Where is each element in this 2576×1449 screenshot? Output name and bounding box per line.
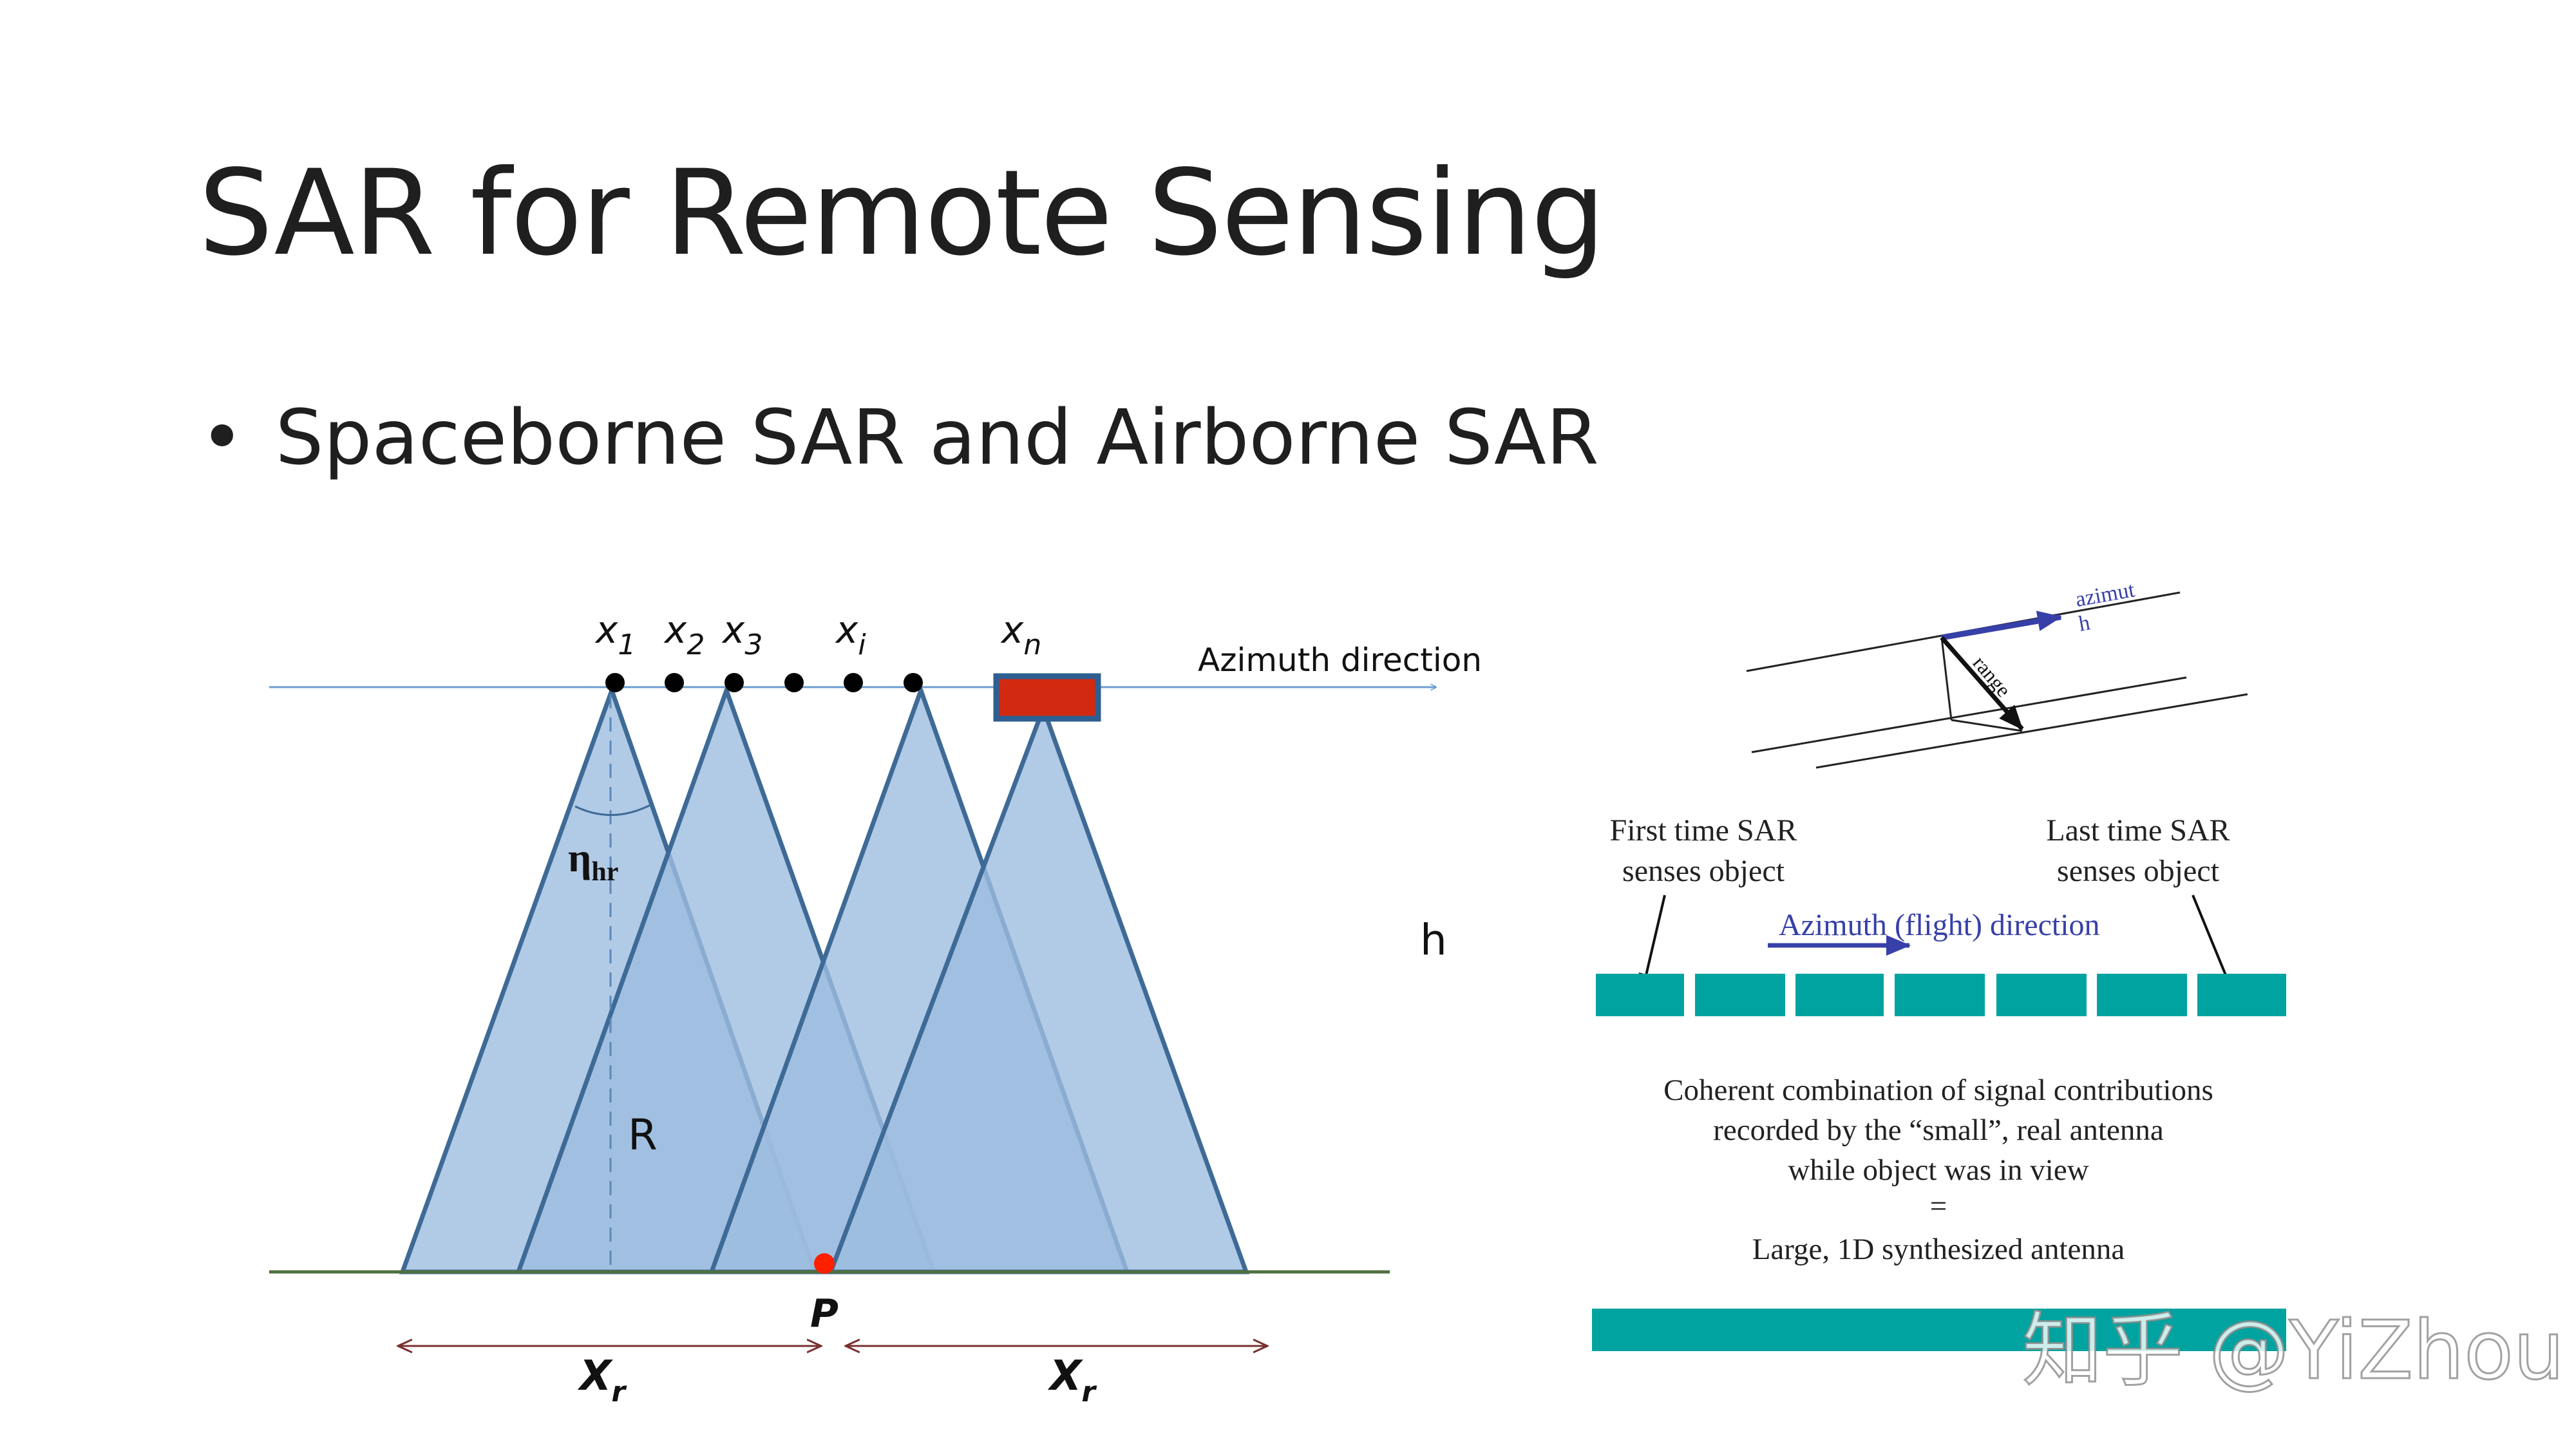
- last-time-line1: Last time SAR: [2046, 813, 2230, 848]
- target-label: P: [810, 1291, 838, 1336]
- label-xi: xi: [835, 608, 866, 661]
- azimuth-direction-label: Azimuth direction: [1198, 641, 1482, 679]
- ground-line-far: [1815, 693, 2248, 769]
- desc-line2: recorded by the “small”, real antenna: [1713, 1113, 2164, 1147]
- azimuth-arrow: [1941, 611, 2062, 641]
- position-dot: [665, 673, 684, 692]
- footprint-label-left: Xr: [577, 1352, 627, 1408]
- position-dot: [724, 673, 744, 692]
- height-label: h: [1420, 915, 1447, 965]
- base-line: [1951, 719, 2023, 732]
- beam-cones: [399, 683, 1249, 1274]
- slide-title: SAR for Remote Sensing: [198, 145, 1605, 282]
- watermark: 知乎 @YiZhou: [2022, 1304, 2564, 1397]
- label-x2: x2: [663, 608, 705, 661]
- position-dot: [844, 673, 863, 692]
- sense-labels: First time SAR senses object Last time S…: [1610, 813, 2230, 888]
- bullet-item: • Spaceborne SAR and Airborne SAR: [200, 393, 1599, 482]
- antenna-box: [993, 673, 1101, 722]
- antenna-segment: [2197, 974, 2286, 1016]
- bullet-dot: •: [200, 393, 245, 482]
- desc-line4: =: [1930, 1189, 1947, 1223]
- left-diagram: x1 x2 x3 xi xn Azimuth direction ηhr R P…: [269, 608, 1482, 1408]
- bullet-text: Spaceborne SAR and Airborne SAR: [275, 393, 1599, 482]
- right-diagram: azimut h range First time SAR senses obj…: [1592, 578, 2286, 1351]
- range-label: R: [628, 1110, 658, 1160]
- desc-line5: Large, 1D synthesized antenna: [1752, 1233, 2125, 1266]
- target-point: [814, 1253, 835, 1274]
- beam-angle-label: ηhr: [568, 835, 618, 887]
- desc-line1: Coherent combination of signal contribut…: [1663, 1074, 2213, 1107]
- nadir-line: [1940, 637, 1953, 721]
- antenna-segment: [2097, 974, 2187, 1016]
- ground-line-near: [1751, 676, 2187, 753]
- azimuth-sketch-label: azimut: [2074, 578, 2137, 612]
- real-antenna-segments: [1596, 974, 2286, 1016]
- description: Coherent combination of signal contribut…: [1663, 1074, 2213, 1266]
- antenna-segment: [1596, 974, 1684, 1016]
- synthesized-antenna-bar: [1592, 1309, 2286, 1351]
- label-xn: xn: [1000, 608, 1041, 661]
- platform-positions: [605, 673, 923, 692]
- range-arrow: [1940, 636, 2024, 731]
- first-time-line2: senses object: [1622, 854, 1785, 888]
- position-labels: x1 x2 x3 xi xn: [594, 608, 1041, 661]
- antenna-segment: [1695, 974, 1785, 1016]
- label-x3: x3: [721, 608, 762, 661]
- antenna-segment: [1795, 974, 1884, 1016]
- beam-angle-arc: [574, 804, 651, 816]
- footprint-label-right: Xr: [1047, 1352, 1097, 1408]
- azimuth-sketch-label-2: h: [2077, 611, 2092, 636]
- label-x1: x1: [594, 608, 636, 661]
- last-time-line2: senses object: [2057, 854, 2220, 888]
- first-time-line1: First time SAR: [1610, 813, 1797, 848]
- antenna-segment: [1895, 974, 1985, 1016]
- antenna-segment: [1996, 974, 2087, 1016]
- position-dot: [904, 673, 923, 692]
- desc-line3: while object was in view: [1788, 1153, 2088, 1187]
- flight-direction-label: Azimuth (flight) direction: [1779, 908, 2100, 942]
- position-dot: [605, 673, 625, 692]
- position-dot: [784, 673, 804, 692]
